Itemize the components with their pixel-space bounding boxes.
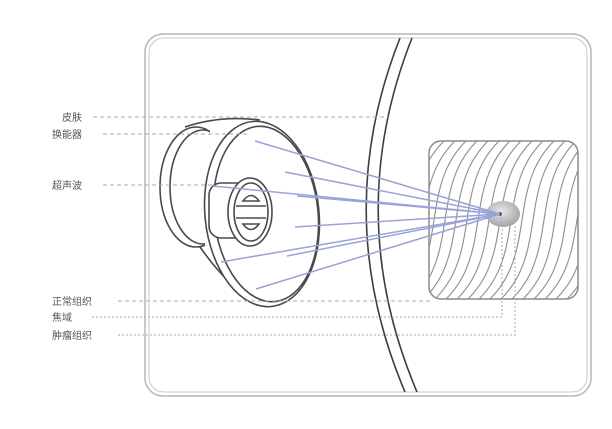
tissue-wave-line [429, 141, 458, 299]
ultrasound-beam [294, 213, 501, 228]
tissue-wave-line [429, 141, 480, 299]
ultrasound-beam [220, 213, 501, 263]
tissue-wave-line [509, 141, 578, 299]
tissue-wave-line [520, 141, 578, 299]
tissue-wave-line [487, 141, 578, 299]
tissue-wave-line [564, 141, 578, 299]
label-normal-tissue: 正常组织 [52, 295, 92, 308]
ultrasound-beam [286, 213, 501, 257]
ultrasound-beam [296, 195, 501, 215]
tissue-wave-line [498, 141, 578, 299]
ultrasound-beam [254, 140, 501, 215]
label-skin: 皮肤 [62, 111, 82, 124]
tissue-wave-line [429, 141, 436, 299]
leader-lines [92, 116, 516, 336]
ultrasound-beams-front [212, 140, 501, 290]
tissue-wave-line [531, 141, 578, 299]
label-transducer: 换能器 [52, 128, 82, 141]
tissue-wave-line [429, 141, 491, 299]
ultrasound-beam [284, 171, 501, 215]
tissue-wave-line [598, 130, 612, 310]
label-tumor-tissue: 肿瘤组织 [52, 329, 92, 342]
skin-layer [365, 37, 418, 393]
label-ultrasound: 超声波 [52, 179, 82, 192]
tumor [486, 201, 520, 227]
label-focal-zone: 焦域 [52, 311, 72, 324]
body-frame [144, 33, 592, 397]
tissue-wave-line [429, 141, 502, 299]
tissue-wave-line [553, 141, 578, 299]
tissue-wave-line [575, 141, 578, 299]
transducer [159, 117, 321, 308]
tissue-wave-line [476, 141, 568, 299]
tissue-wave-line [542, 141, 578, 299]
tissue-wave-line [429, 141, 469, 299]
tissue-wave-line [312, 130, 402, 310]
ultrasound-beam [255, 213, 501, 290]
